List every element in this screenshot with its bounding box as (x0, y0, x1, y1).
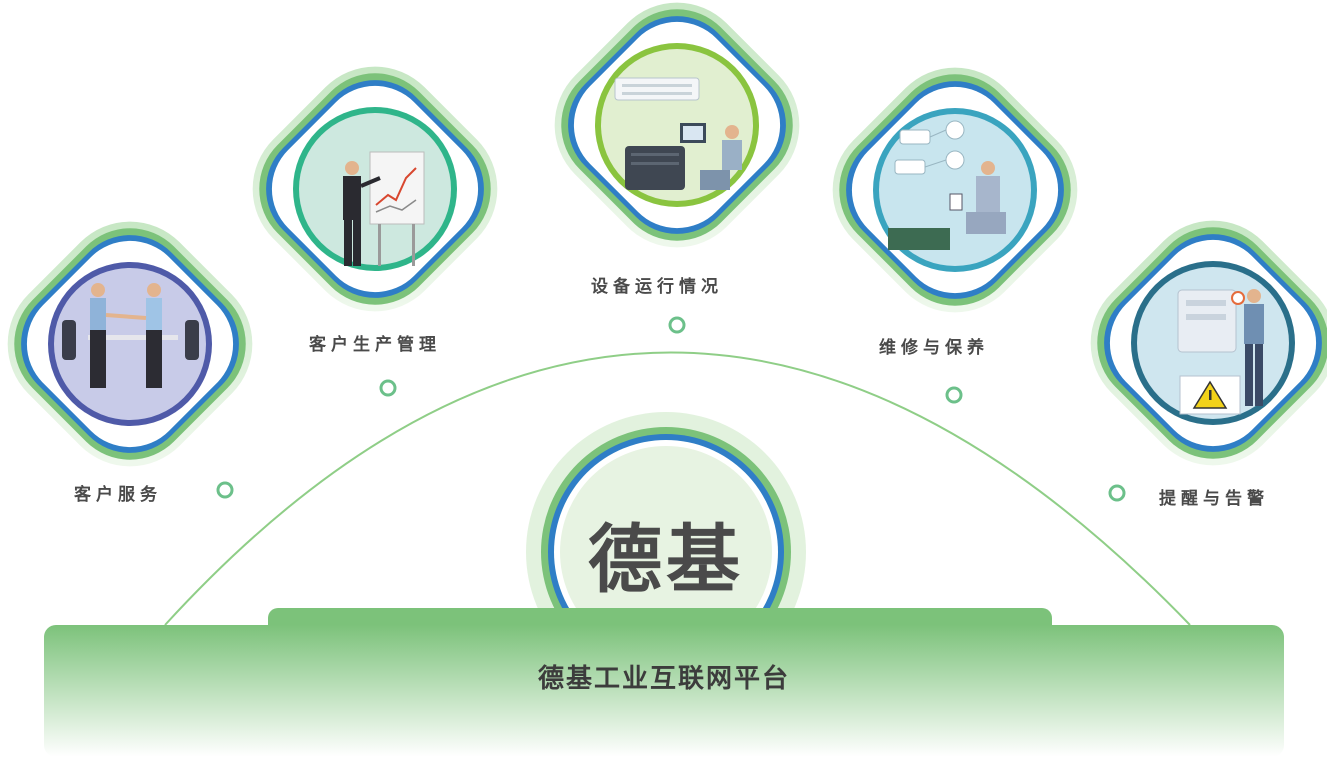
connection-arc (164, 351, 1191, 626)
arc-node-5 (1108, 484, 1126, 502)
platform-bar (44, 625, 1284, 757)
platform-bar-label: 德基工业互联网平台 (537, 664, 790, 694)
repair-technician-icon (888, 120, 1006, 250)
module-label-production-management: 客户生产管理 (309, 335, 441, 355)
center-title: 德基 (588, 517, 744, 603)
arc-node-4 (945, 386, 963, 404)
arc-node-3 (668, 316, 686, 334)
arc-node-markers (216, 316, 1126, 502)
arc-node-2 (379, 379, 397, 397)
handshake-icon (62, 283, 199, 388)
module-maintenance (832, 67, 1078, 313)
module-customer-service (7, 221, 253, 467)
module-label-maintenance: 维修与保养 (879, 338, 989, 358)
module-label-customer-service: 客户服务 (74, 485, 162, 505)
module-label-alerts: 提醒与告警 (1159, 489, 1269, 509)
arc-node-1 (216, 481, 234, 499)
module-label-equipment-status: 设备运行情况 (591, 277, 723, 297)
presentation-icon (343, 151, 425, 266)
server-monitor-icon (614, 77, 742, 190)
module-alerts (1090, 220, 1327, 466)
module-equipment-status (554, 2, 800, 248)
module-production-management (252, 66, 498, 312)
warning-alert-icon (1177, 289, 1264, 415)
